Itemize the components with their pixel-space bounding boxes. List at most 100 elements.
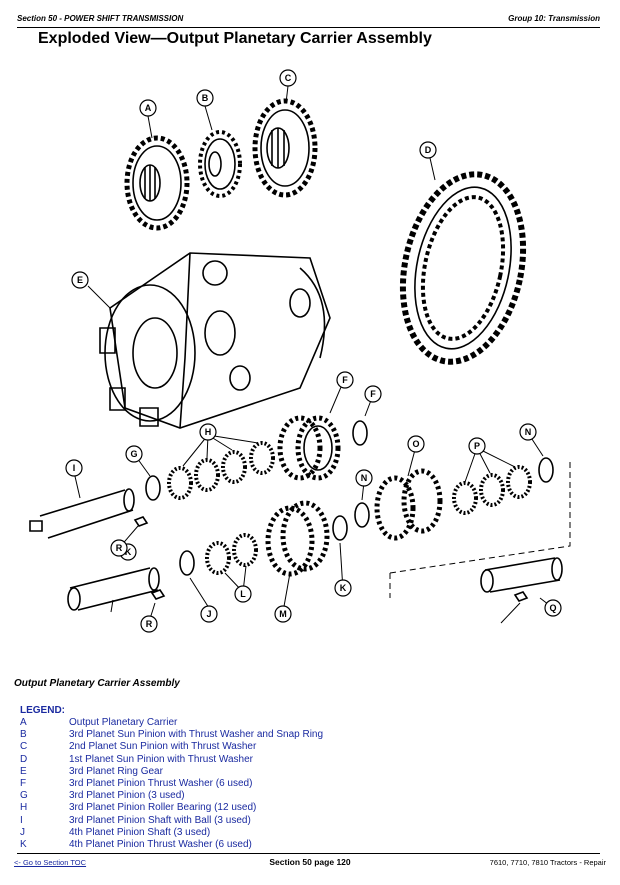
callout-label: L (240, 589, 246, 599)
callout-c: C (279, 69, 297, 87)
callout-l: L (234, 585, 252, 603)
bearings-h (167, 441, 275, 500)
washer-k-left (179, 550, 195, 576)
model-label: 7610, 7710, 7810 Tractors - Repair (489, 858, 606, 867)
ball-r-lower (150, 589, 166, 600)
legend-key: J (20, 826, 25, 838)
carrier-a (99, 252, 331, 429)
exploded-view-diagram: A B C D E F F G H I J K K L M N N O P Q R R (29, 69, 571, 633)
bearings-l (205, 533, 258, 575)
callout-label: R (146, 619, 153, 629)
page-header: Section 50 - POWER SHIFT TRANSMISSION Gr… (17, 14, 600, 28)
legend-key: D (20, 753, 28, 765)
page-number: Section 50 page 120 (269, 857, 351, 867)
figure-caption: Output Planetary Carrier Assembly (14, 678, 180, 689)
shaft-q (480, 557, 563, 593)
callout-m: M (274, 605, 292, 623)
callout-q: Q (544, 599, 562, 617)
callout-k: K (334, 579, 352, 597)
section-label: Section 50 - POWER SHIFT TRANSMISSION (17, 14, 184, 23)
gear-o (374, 468, 443, 541)
ball-q (513, 591, 529, 602)
legend-text: 3rd Planet Pinion Shaft with Ball (3 use… (69, 814, 251, 826)
callout-label: K (125, 547, 132, 557)
legend-text: 3rd Planet Pinion (3 used) (69, 790, 185, 802)
callout-label: N (361, 473, 368, 483)
callout-label: D (425, 145, 432, 155)
callout-n: N (519, 423, 537, 441)
legend-text: 3rd Planet Ring Gear (69, 765, 163, 777)
toc-link[interactable]: <- Go to Section TOC (14, 858, 87, 867)
callout-a: A (139, 99, 157, 117)
legend-key: H (20, 802, 28, 814)
page-title: Exploded View—Output Planetary Carrier A… (38, 30, 432, 47)
legend-text: 3rd Planet Pinion Thrust Washer (6 used) (69, 777, 253, 789)
callout-r: R (110, 539, 128, 557)
legend-text: 4th Planet Pinion Thrust Washer (6 used) (69, 838, 252, 850)
gear-b (124, 135, 190, 231)
group-label: Group 10: Transmission (508, 14, 600, 23)
legend-key: I (20, 814, 23, 826)
callout-label: O (412, 439, 419, 449)
legend-title: LEGEND: (20, 705, 65, 716)
callout-label: Q (549, 603, 556, 613)
washer-n (354, 502, 370, 528)
legend-key: A (20, 717, 27, 728)
callout-label: I (73, 463, 76, 473)
legend-key: B (20, 729, 27, 741)
washer-k-right (332, 515, 348, 541)
callout-o: O (407, 435, 425, 453)
callout-h: H (199, 423, 217, 441)
gear-g (277, 415, 341, 481)
callout-label: P (474, 441, 480, 451)
gear-c (198, 130, 242, 198)
ring-gear-e (399, 171, 527, 365)
legend-key: G (20, 790, 28, 802)
callout-label: N (525, 427, 532, 437)
gear-d (252, 98, 318, 198)
callout-label: E (77, 275, 83, 285)
callout-label: G (130, 449, 137, 459)
dashed-guide (389, 458, 571, 598)
callout-p: P (468, 437, 486, 455)
callout-e: E (71, 271, 89, 289)
callout-j: J (200, 605, 218, 623)
footer-rule (17, 853, 600, 854)
gear-m (265, 500, 330, 577)
callout-label: F (342, 375, 348, 385)
page-footer: <- Go to Section TOC Section 50 page 120… (14, 857, 606, 870)
callout-label: H (205, 427, 212, 437)
legend-key: F (20, 777, 27, 789)
shaft-i (29, 488, 135, 539)
callout-label: A (145, 103, 152, 113)
legend-key: C (20, 741, 28, 753)
bearings-p (452, 465, 532, 515)
legend-key: E (20, 765, 27, 777)
legend-text: 4th Planet Pinion Shaft (3 used) (69, 826, 211, 838)
callout-b: B (196, 89, 214, 107)
washer-n-right (538, 457, 554, 483)
callout-f: F (336, 371, 354, 389)
callout-label: C (285, 73, 292, 83)
shaft-j (67, 567, 160, 611)
ball-r-upper (133, 516, 149, 527)
callout-n: N (355, 469, 373, 487)
legend-key: K (20, 838, 27, 850)
legend-text: 1st Planet Sun Pinion with Thrust Washer (69, 753, 253, 765)
callout-label: K (340, 583, 347, 593)
callout-i: I (65, 459, 83, 477)
legend-text: 3rd Planet Pinion Roller Bearing (12 use… (69, 802, 257, 814)
washer-f-lower (145, 475, 161, 501)
callout-d: D (419, 141, 437, 159)
legend-text: 3rd Planet Sun Pinion with Thrust Washer… (69, 729, 324, 741)
callout-g: G (125, 445, 143, 463)
callout-f: F (364, 385, 382, 403)
callout-r: R (140, 615, 158, 633)
legend-text: 2nd Planet Sun Pinion with Thrust Washer (69, 741, 257, 753)
header-rule (17, 27, 600, 28)
callout-label: J (206, 609, 211, 619)
washer-f-upper (352, 420, 368, 446)
callout-label: M (279, 609, 287, 619)
legend-text: Output Planetary Carrier (69, 717, 178, 728)
callout-label: F (370, 389, 376, 399)
